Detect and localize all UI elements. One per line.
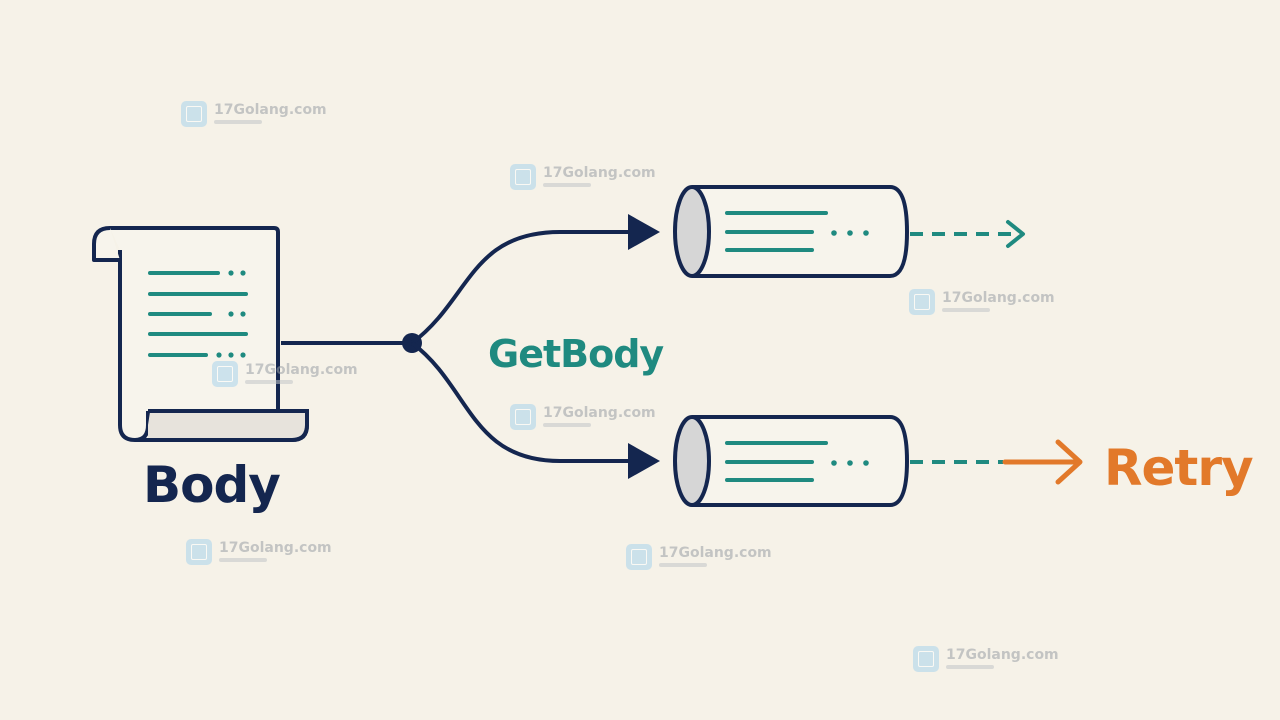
source-label: Body xyxy=(143,456,281,514)
document-text-lines xyxy=(148,271,248,357)
arrow-icon xyxy=(1006,220,1025,248)
branch-arrow-top xyxy=(410,230,630,345)
document-dots xyxy=(216,270,246,358)
scroll-document-icon xyxy=(92,226,309,442)
method-label: GetBody xyxy=(488,332,664,376)
branch-arrow-bottom xyxy=(410,341,630,463)
arrow-icon xyxy=(628,443,660,479)
cylinder-stream-icon xyxy=(673,185,910,278)
cylinder-stream-icon xyxy=(673,415,910,507)
arrow-icon xyxy=(1055,439,1083,485)
action-label: Retry xyxy=(1104,439,1254,497)
arrow-icon xyxy=(628,214,660,250)
